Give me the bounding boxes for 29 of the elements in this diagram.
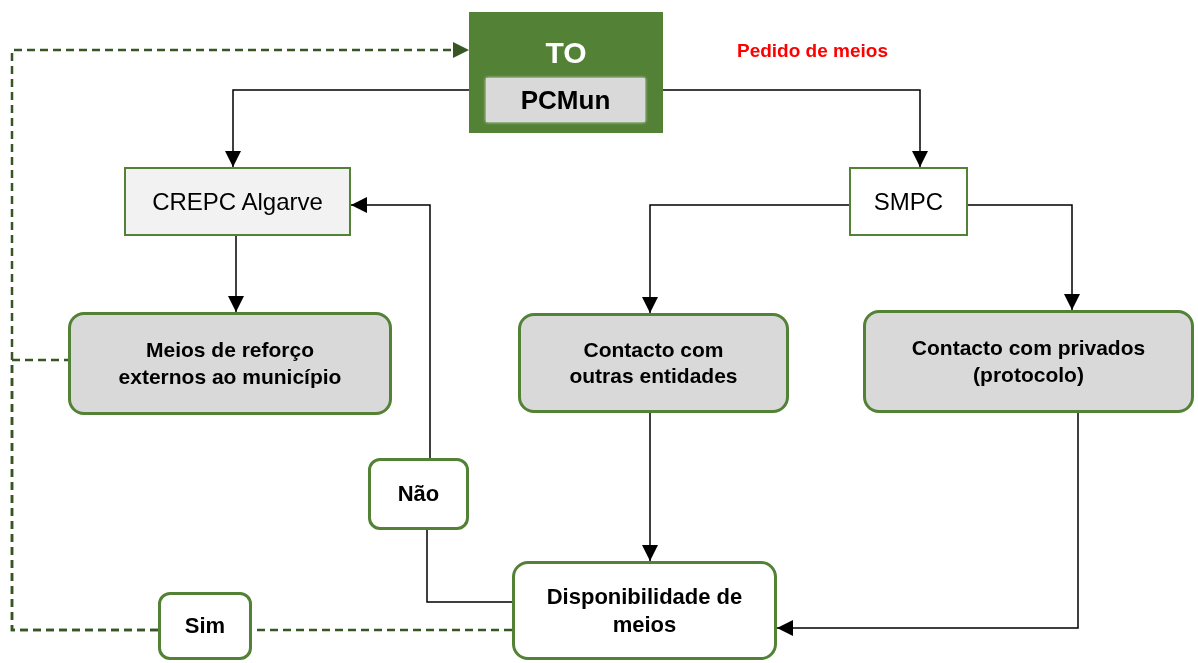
node-text: TO: [544, 35, 588, 71]
process-box: [68, 312, 392, 415]
arrow: [776, 412, 1079, 636]
header-box: [469, 12, 663, 133]
process-box: [124, 167, 351, 236]
arrow: [967, 204, 1080, 311]
note-text: Pedido de meios: [737, 39, 888, 63]
process-box: [512, 561, 777, 660]
arrow: [642, 412, 658, 562]
node-text: Sim: [183, 612, 227, 640]
node-text: Meios de reforço externos ao município: [117, 337, 343, 390]
process-box: [863, 310, 1194, 413]
decision-box: [368, 458, 469, 530]
arrow: [350, 197, 431, 459]
arrow: [642, 204, 850, 314]
arrow: [662, 89, 928, 168]
arrow: [228, 235, 244, 313]
decision-box: [158, 592, 252, 660]
arrow: [225, 89, 470, 168]
node-text: PCMun: [519, 83, 612, 117]
node-text: Disponibilidade de meios: [545, 583, 744, 638]
node-text: Contacto com outras entidades: [568, 336, 739, 389]
node-text: Não: [396, 480, 441, 508]
node-text: Contacto com privados (protocolo): [910, 335, 1147, 388]
node-text: SMPC: [872, 186, 945, 217]
label-box: [486, 78, 645, 122]
process-box: [849, 167, 968, 236]
node-text: CREPC Algarve: [151, 186, 324, 217]
process-box: [518, 313, 789, 413]
